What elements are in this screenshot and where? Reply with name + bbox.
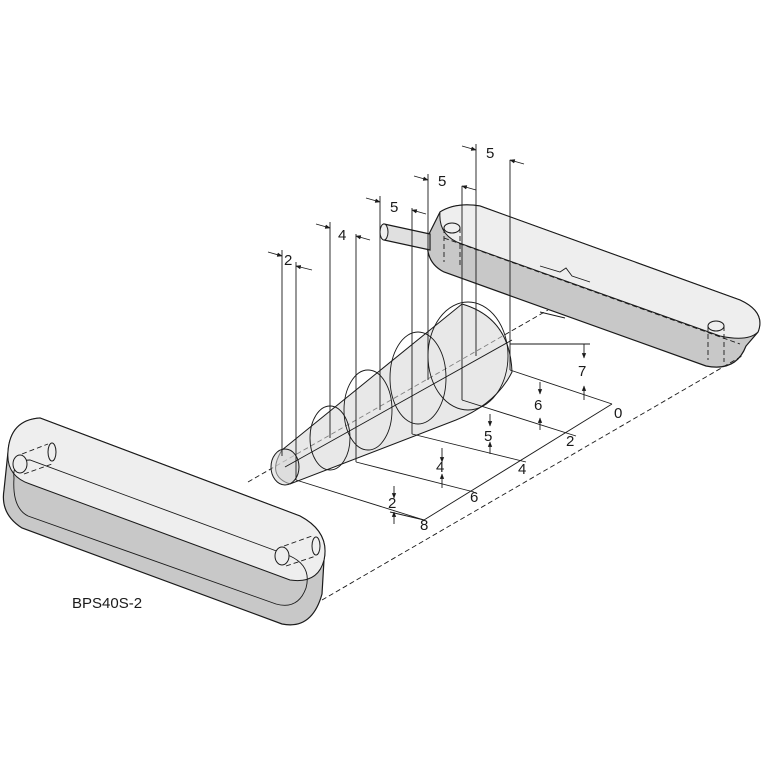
top-dimensions xyxy=(267,145,525,271)
dim-top-label: 2 xyxy=(284,252,292,269)
dim-top-label: 5 xyxy=(390,199,398,216)
model-caption: BPS40S-2 xyxy=(72,595,142,612)
emitter-housing xyxy=(2,417,326,626)
dim-vertical-label: 5 xyxy=(484,428,492,445)
axis-value-label: 8 xyxy=(420,517,428,534)
dim-vertical-label: 6 xyxy=(534,397,542,414)
extension-lines xyxy=(281,144,511,480)
axis-value-label: 0 xyxy=(614,405,622,422)
axis-value-label: 2 xyxy=(566,433,574,450)
dim-vertical-label: 4 xyxy=(436,459,444,476)
dim-top-label: 4 xyxy=(338,227,346,244)
axis-value-label: 4 xyxy=(518,461,526,478)
receiver-housing xyxy=(379,204,761,368)
alignment-line-lower xyxy=(321,355,743,601)
vertical-dimensions xyxy=(391,343,590,524)
dim-vertical-label: 7 xyxy=(578,363,586,380)
dim-top-label: 5 xyxy=(486,145,494,162)
dim-top-label: 5 xyxy=(438,173,446,190)
range-grid xyxy=(295,369,613,521)
dim-vertical-label: 2 xyxy=(388,495,396,512)
axis-value-label: 6 xyxy=(470,489,478,506)
